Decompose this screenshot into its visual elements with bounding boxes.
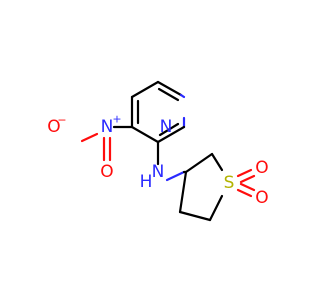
bond-c5-c6 xyxy=(156,80,183,97)
nitro-o-charge: − xyxy=(57,114,66,127)
bond-s-o1-b xyxy=(239,174,256,184)
atom-nitro-o-minus: O xyxy=(47,117,60,137)
atom-labels: N N + O − O N H S O O xyxy=(47,113,268,209)
atom-nitro-o: O xyxy=(100,162,113,182)
bond-c4p-c3p xyxy=(178,170,188,214)
bond-c5-c6-inner xyxy=(157,87,180,102)
pyridine-ring xyxy=(130,80,186,144)
nitro-n-charge: + xyxy=(112,113,121,126)
bond-c4-c5 xyxy=(130,80,160,99)
bond-n1-c2-inner xyxy=(158,122,180,137)
bond-s-o2-a xyxy=(236,188,253,198)
bond-s-c5p xyxy=(208,194,224,222)
bond-nh-c3prime xyxy=(165,170,186,182)
bond-c5p-c4p xyxy=(178,210,212,222)
bond-nitro-n-o-minus xyxy=(80,132,99,143)
bond-s-o2-b xyxy=(239,182,256,192)
atom-sulfur: S xyxy=(224,173,235,193)
bond-c2-c3 xyxy=(130,125,160,144)
bond-c2p-s xyxy=(210,152,224,172)
nitro-group-bonds xyxy=(80,125,134,162)
sulfolane-ring xyxy=(178,152,256,222)
bond-n1-c2-c xyxy=(156,125,186,144)
bond-c3p-c2p xyxy=(184,152,214,174)
atom-amine-h: H xyxy=(140,172,153,192)
molecule-diagram: N N + O − O N H S O O xyxy=(47,80,269,222)
atom-pyridine-n: N xyxy=(160,117,173,137)
atom-amine-n: N xyxy=(152,162,165,182)
atom-sulfone-o2: O xyxy=(255,188,268,208)
structure-canvas: N N + O − O N H S O O xyxy=(47,80,269,222)
bond-c6-n1 xyxy=(179,93,186,99)
atom-nitro-n: N xyxy=(101,117,114,137)
bond-s-o1-a xyxy=(236,168,253,178)
atom-sulfone-o1: O xyxy=(255,158,268,178)
